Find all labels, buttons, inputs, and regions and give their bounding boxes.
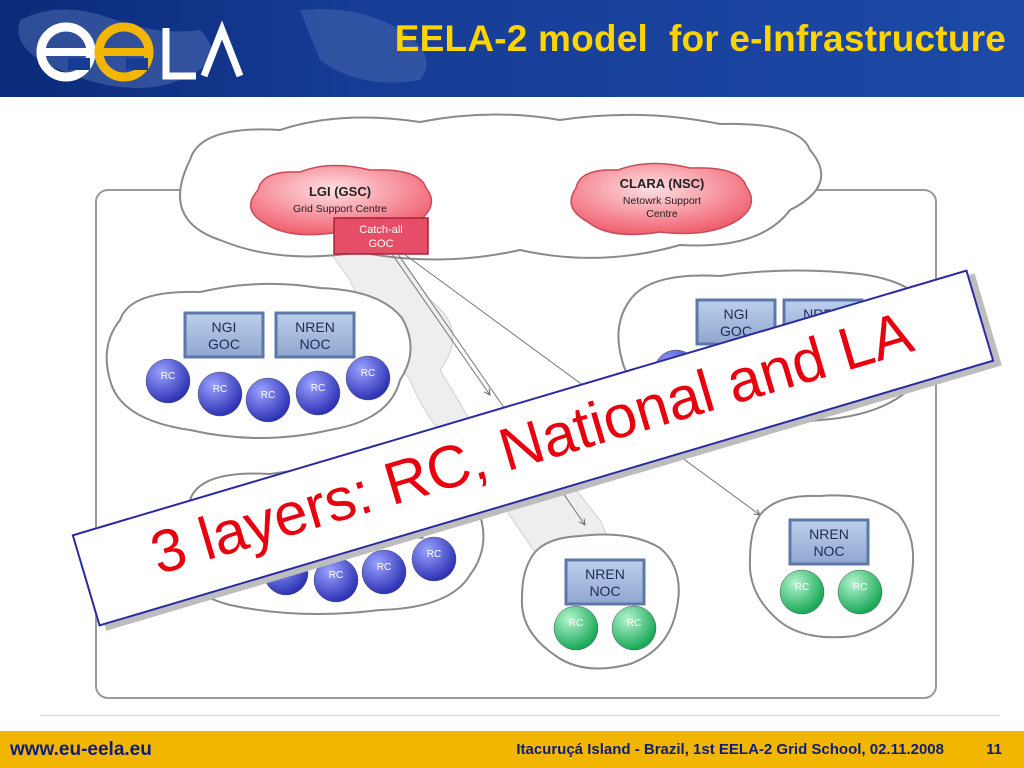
rc-node — [197, 371, 243, 417]
rc-node-label: RC — [329, 570, 343, 581]
national-cloud-south-right — [748, 494, 915, 639]
link-arrow — [391, 253, 490, 395]
rc-node-label: RC — [853, 582, 867, 593]
footer-url[interactable]: www.eu-eela.eu — [10, 739, 152, 760]
rc-node — [837, 569, 883, 615]
south_right-box-label: NREN — [809, 526, 849, 542]
rc-node-label: RC — [427, 549, 441, 560]
lgi-subtitle: Grid Support Centre — [293, 203, 387, 215]
rc-node — [779, 569, 825, 615]
left_upper-ngi-box — [183, 311, 265, 359]
lgi-title: LGI (GSC) — [309, 184, 371, 199]
catch-all-line1: Catch-all — [359, 224, 402, 236]
footer-event-info: Itacuruçá Island - Brazil, 1st EELA-2 Gr… — [516, 741, 944, 758]
eela-logo — [36, 20, 244, 82]
rc-node-label: RC — [311, 383, 325, 394]
rc-node-label: RC — [377, 562, 391, 573]
left_upper-box-label: NOC — [299, 336, 330, 352]
left_upper-box-label: GOC — [208, 336, 240, 352]
page-number: 11 — [986, 741, 1002, 758]
left_upper-box-label: NGI — [212, 319, 237, 335]
rc-node — [145, 358, 191, 404]
catch-all-goc-box — [333, 217, 429, 255]
rc-node-label: RC — [213, 384, 227, 395]
rc-node-label: RC — [161, 371, 175, 382]
slide-footer: www.eu-eela.eu Itacuruçá Island - Brazil… — [0, 731, 1024, 768]
clara-cloud — [570, 162, 753, 236]
left_upper-box-label: NREN — [295, 319, 335, 335]
clara-subtitle: Netowrk Support — [623, 195, 701, 207]
clara-subtitle-2: Centre — [646, 208, 678, 220]
south_center-nren-box — [564, 558, 646, 606]
south_right-box-label: NOC — [813, 543, 844, 559]
rc-node-label: RC — [627, 618, 641, 629]
rc-node-label: RC — [569, 618, 583, 629]
rc-node — [611, 605, 657, 651]
south_center-box-label: NREN — [585, 566, 625, 582]
rc-node — [313, 557, 359, 603]
rc-node — [295, 370, 341, 416]
left_upper-nren-box — [274, 311, 356, 359]
footer-divider — [40, 715, 1000, 716]
rc-node-label: RC — [795, 582, 809, 593]
rc-node — [345, 355, 391, 401]
catch-all-line2: GOC — [368, 238, 393, 250]
slide-header: EELA-2 model for e-Infrastructure — [0, 0, 1024, 97]
right_upper-box-label: NGI — [724, 306, 749, 322]
rc-node — [245, 377, 291, 423]
rc-node — [411, 536, 457, 582]
rc-node-label: RC — [261, 390, 275, 401]
slide-title: EELA-2 model for e-Infrastructure — [394, 18, 1006, 59]
south_center-box-label: NOC — [589, 583, 620, 599]
rc-node — [553, 605, 599, 651]
clara-title: CLARA (NSC) — [620, 176, 705, 191]
rc-node — [361, 549, 407, 595]
south_right-nren-box — [788, 518, 870, 566]
rc-node-label: RC — [361, 368, 375, 379]
